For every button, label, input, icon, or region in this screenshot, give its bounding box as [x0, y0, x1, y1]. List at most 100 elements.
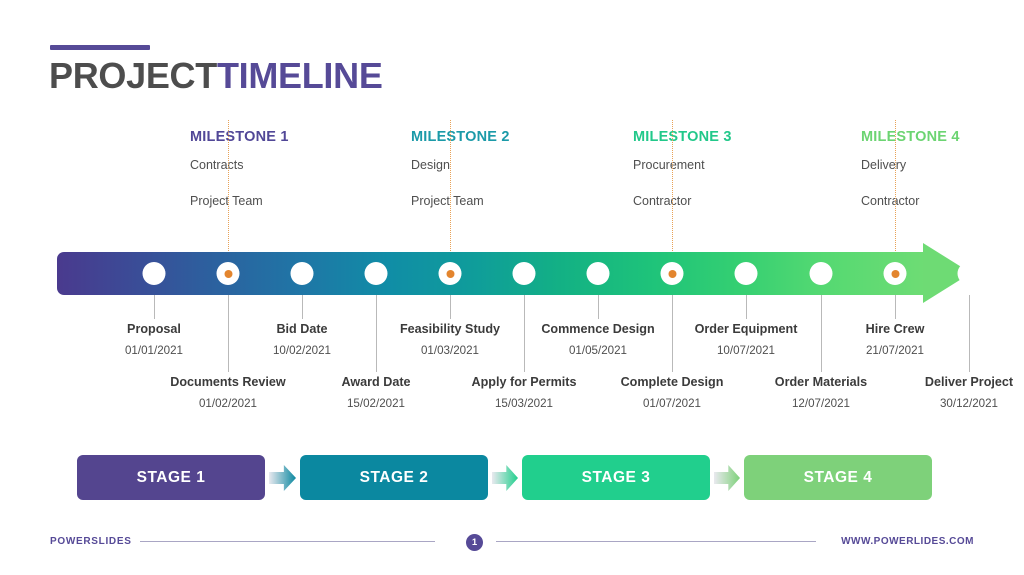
- milestone-4-subtitle: Delivery: [861, 158, 907, 172]
- task-leader-line: [450, 295, 451, 319]
- page-title-part-1: PROJECT: [49, 55, 217, 96]
- milestone-2-title: MILESTONE 2: [411, 129, 510, 145]
- milestone-1-title: MILESTONE 1: [190, 129, 289, 145]
- timeline-node-1[interactable]: [142, 262, 166, 285]
- timeline-node-5-milestone[interactable]: [438, 262, 462, 285]
- task-item[interactable]: Feasibility Study 01/03/2021: [390, 322, 510, 358]
- milestone-dot-icon: [224, 269, 232, 278]
- task-name: Proposal: [127, 322, 181, 336]
- task-leader-line: [154, 295, 155, 319]
- timeline-node-12[interactable]: [957, 262, 981, 285]
- task-leader-line: [969, 295, 970, 372]
- task-name: Documents Review: [170, 375, 286, 389]
- task-name: Bid Date: [276, 322, 328, 336]
- task-leader-line: [376, 295, 377, 372]
- task-name: Deliver Project: [924, 375, 1014, 389]
- task-date: 01/03/2021: [420, 343, 480, 357]
- task-item[interactable]: Documents Review 01/02/2021: [168, 375, 288, 411]
- task-date: 01/02/2021: [198, 396, 258, 410]
- page-title: PROJECTTIMELINE: [49, 55, 383, 97]
- footer-line-right: [496, 541, 816, 542]
- milestone-2-owner: Project Team: [411, 194, 484, 208]
- task-leader-line: [524, 295, 525, 372]
- page-title-part-2: TIMELINE: [216, 55, 383, 96]
- footer-url: WWW.POWERLIDES.COM: [841, 536, 974, 547]
- task-leader-line: [746, 295, 747, 319]
- task-leader-line: [821, 295, 822, 372]
- timeline-arrow-bar: [57, 243, 972, 303]
- task-item[interactable]: Complete Design 01/07/2021: [612, 375, 732, 411]
- task-date: 01/01/2021: [124, 343, 184, 357]
- task-leader-line: [598, 295, 599, 319]
- task-date: 01/07/2021: [642, 396, 702, 410]
- task-name: Apply for Permits: [471, 375, 577, 389]
- timeline-node-9[interactable]: [734, 262, 758, 285]
- timeline-bar-body: [57, 252, 929, 295]
- task-date: 10/02/2021: [272, 343, 332, 357]
- timeline-node-7[interactable]: [586, 262, 610, 285]
- milestone-4-title: MILESTONE 4: [861, 129, 960, 145]
- timeline-node-3[interactable]: [290, 262, 314, 285]
- title-accent-rule: [50, 45, 150, 50]
- milestone-4-connector-line: [895, 120, 896, 273]
- task-leader-line: [228, 295, 229, 372]
- milestone-1-owner: Project Team: [190, 194, 263, 208]
- stage-label: STAGE 1: [136, 468, 206, 486]
- stage-button-1[interactable]: STAGE 1: [77, 455, 265, 500]
- milestone-4-owner: Contractor: [861, 194, 920, 208]
- footer-page-number: 1: [466, 534, 483, 551]
- timeline-node-2-milestone[interactable]: [216, 262, 240, 285]
- task-leader-line: [672, 295, 673, 372]
- task-date: 30/12/2021: [939, 396, 999, 410]
- task-name: Complete Design: [620, 375, 724, 389]
- stage-label: STAGE 3: [581, 468, 651, 486]
- timeline-node-4[interactable]: [364, 262, 388, 285]
- task-date: 12/07/2021: [791, 396, 851, 410]
- footer-brand: POWERSLIDES: [50, 536, 132, 547]
- task-name: Order Equipment: [694, 322, 798, 336]
- task-leader-line: [895, 295, 896, 319]
- stage-label: STAGE 4: [803, 468, 873, 486]
- task-date: 21/07/2021: [865, 343, 925, 357]
- task-name: Award Date: [341, 375, 411, 389]
- stage-connector-arrow-icon: [492, 465, 518, 491]
- stage-connector-arrow-icon: [269, 465, 296, 491]
- task-item[interactable]: Apply for Permits 15/03/2021: [464, 375, 584, 411]
- timeline-node-8-milestone[interactable]: [660, 262, 684, 285]
- task-name: Commence Design: [541, 322, 655, 336]
- milestone-3-owner: Contractor: [633, 194, 692, 208]
- stage-connector-arrow-icon: [714, 465, 740, 491]
- stage-label: STAGE 2: [359, 468, 429, 486]
- task-item[interactable]: Deliver Project 30/12/2021: [909, 375, 1024, 411]
- timeline-node-10[interactable]: [809, 262, 833, 285]
- timeline-node-6[interactable]: [512, 262, 536, 285]
- milestone-3-connector-line: [672, 120, 673, 273]
- milestone-dot-icon: [668, 269, 676, 278]
- milestone-2-connector-line: [450, 120, 451, 273]
- milestone-dot-icon: [446, 269, 454, 278]
- task-name: Feasibility Study: [399, 322, 501, 336]
- task-item[interactable]: Bid Date 10/02/2021: [242, 322, 362, 358]
- milestone-dot-icon: [891, 269, 899, 278]
- task-name: Hire Crew: [865, 322, 925, 336]
- task-item[interactable]: Proposal 01/01/2021: [94, 322, 214, 358]
- task-leader-line: [302, 295, 303, 319]
- timeline-node-11-milestone[interactable]: [883, 262, 907, 285]
- stage-button-4[interactable]: STAGE 4: [744, 455, 932, 500]
- milestone-3-title: MILESTONE 3: [633, 129, 732, 145]
- stage-button-2[interactable]: STAGE 2: [300, 455, 488, 500]
- task-item[interactable]: Hire Crew 21/07/2021: [835, 322, 955, 358]
- stage-button-3[interactable]: STAGE 3: [522, 455, 710, 500]
- task-date: 10/07/2021: [716, 343, 776, 357]
- task-item[interactable]: Order Equipment 10/07/2021: [686, 322, 806, 358]
- task-date: 15/03/2021: [494, 396, 554, 410]
- milestone-1-connector-line: [228, 120, 229, 273]
